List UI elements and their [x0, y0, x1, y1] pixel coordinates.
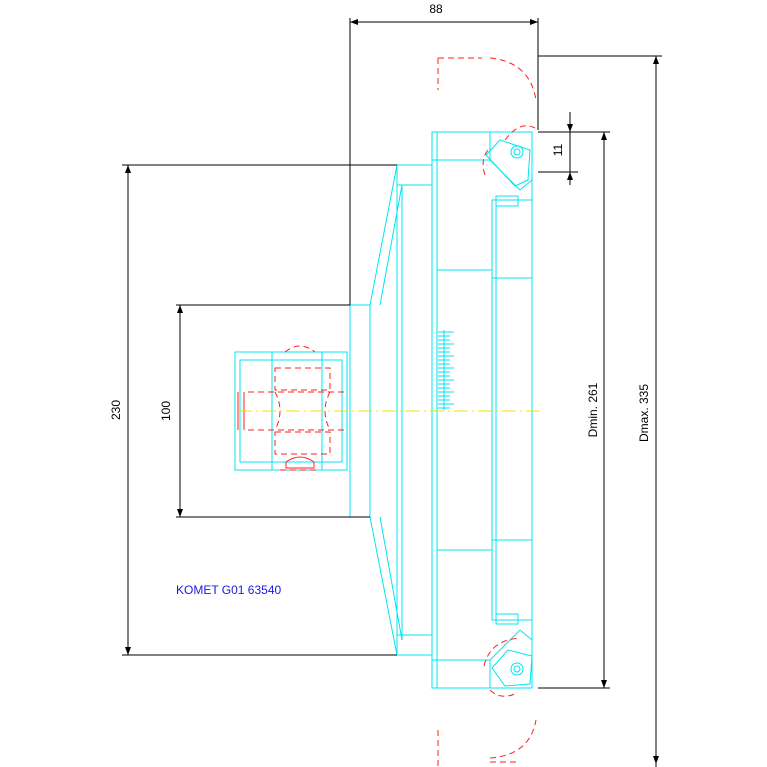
dim-dmax-label: Dmax. 335 — [637, 384, 651, 442]
part-number-label: KOMET G01 63540 — [176, 583, 281, 597]
tool-body-outline — [234, 131, 533, 689]
guide-rail — [491, 199, 533, 621]
taper-outline — [369, 164, 433, 656]
main-plate — [431, 131, 533, 689]
bottom-insert-holder — [489, 629, 533, 689]
dim-11-label: 11 — [551, 143, 565, 156]
top-insert-holder — [489, 131, 533, 191]
dimension-lines — [122, 18, 662, 767]
dim-88-label: 88 — [429, 2, 443, 16]
dim-dmin-label: Dmin. 261 — [586, 382, 600, 437]
scale-ticks — [438, 330, 454, 410]
hidden-lines — [237, 57, 537, 767]
dim-100-label: 100 — [159, 401, 173, 421]
dim-230-label: 230 — [109, 400, 123, 420]
